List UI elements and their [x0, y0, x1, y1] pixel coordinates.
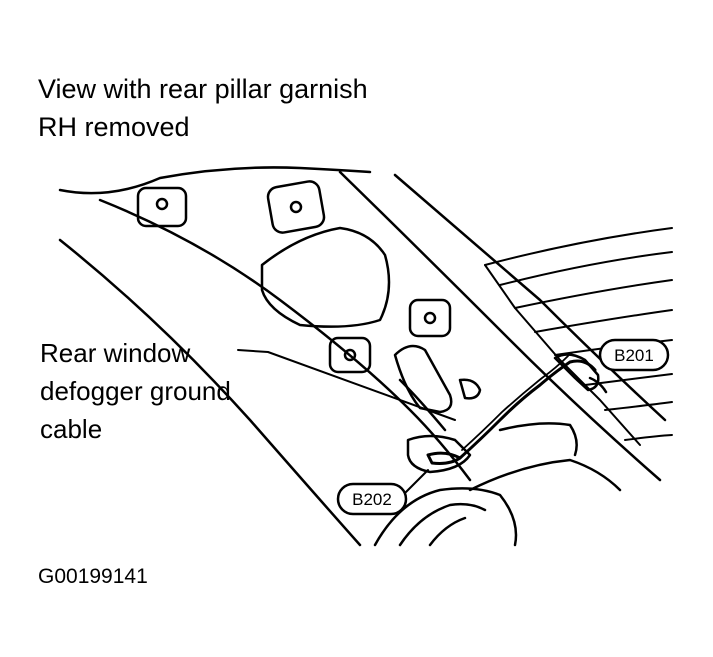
pillar-outer-edge — [338, 170, 662, 482]
ground-terminal — [426, 451, 462, 465]
rear-window-glass — [484, 227, 673, 446]
title-line-1: View with rear pillar garnish — [38, 74, 368, 104]
panel-opening — [260, 226, 391, 328]
pillar-edge-2 — [393, 173, 667, 422]
b201-connector — [553, 353, 600, 392]
b201-clip — [588, 376, 608, 394]
b201-label: B201 — [614, 346, 654, 365]
figure-id: G00199141 — [38, 565, 148, 588]
lower-trim — [468, 458, 622, 492]
ground-cable-callout: Rear window defogger ground cable — [40, 334, 231, 448]
trim-clip-2 — [266, 180, 326, 234]
ground-cable-shadow — [461, 355, 569, 451]
trim-clip-3 — [408, 298, 452, 338]
b202-label: B202 — [352, 490, 392, 509]
callout-line-2: defogger ground — [40, 376, 231, 406]
panel-notch — [398, 378, 447, 432]
seatback-curve-3 — [428, 516, 467, 547]
ground-bracket — [406, 434, 472, 474]
pillar-inner-fold — [98, 198, 472, 482]
lower-trim-2 — [498, 422, 578, 457]
callout-line-3: cable — [40, 414, 103, 444]
b202-tag — [336, 482, 408, 516]
b202-leader — [405, 469, 429, 493]
callout-line-1: Rear window — [40, 338, 191, 368]
title-line-2: RH removed — [38, 112, 190, 142]
pillar-lower-curve — [58, 238, 362, 547]
hole-shape — [458, 378, 482, 400]
ground-cable — [458, 359, 597, 460]
trim-clip-4 — [328, 336, 372, 374]
trim-clip-1 — [136, 186, 188, 228]
b201-tag — [598, 338, 670, 372]
seatback-curve-2 — [398, 502, 487, 547]
callout-leader-line — [237, 349, 456, 421]
pillar-top-edge — [58, 166, 372, 195]
diagram-title: View with rear pillar garnish RH removed — [38, 70, 368, 146]
